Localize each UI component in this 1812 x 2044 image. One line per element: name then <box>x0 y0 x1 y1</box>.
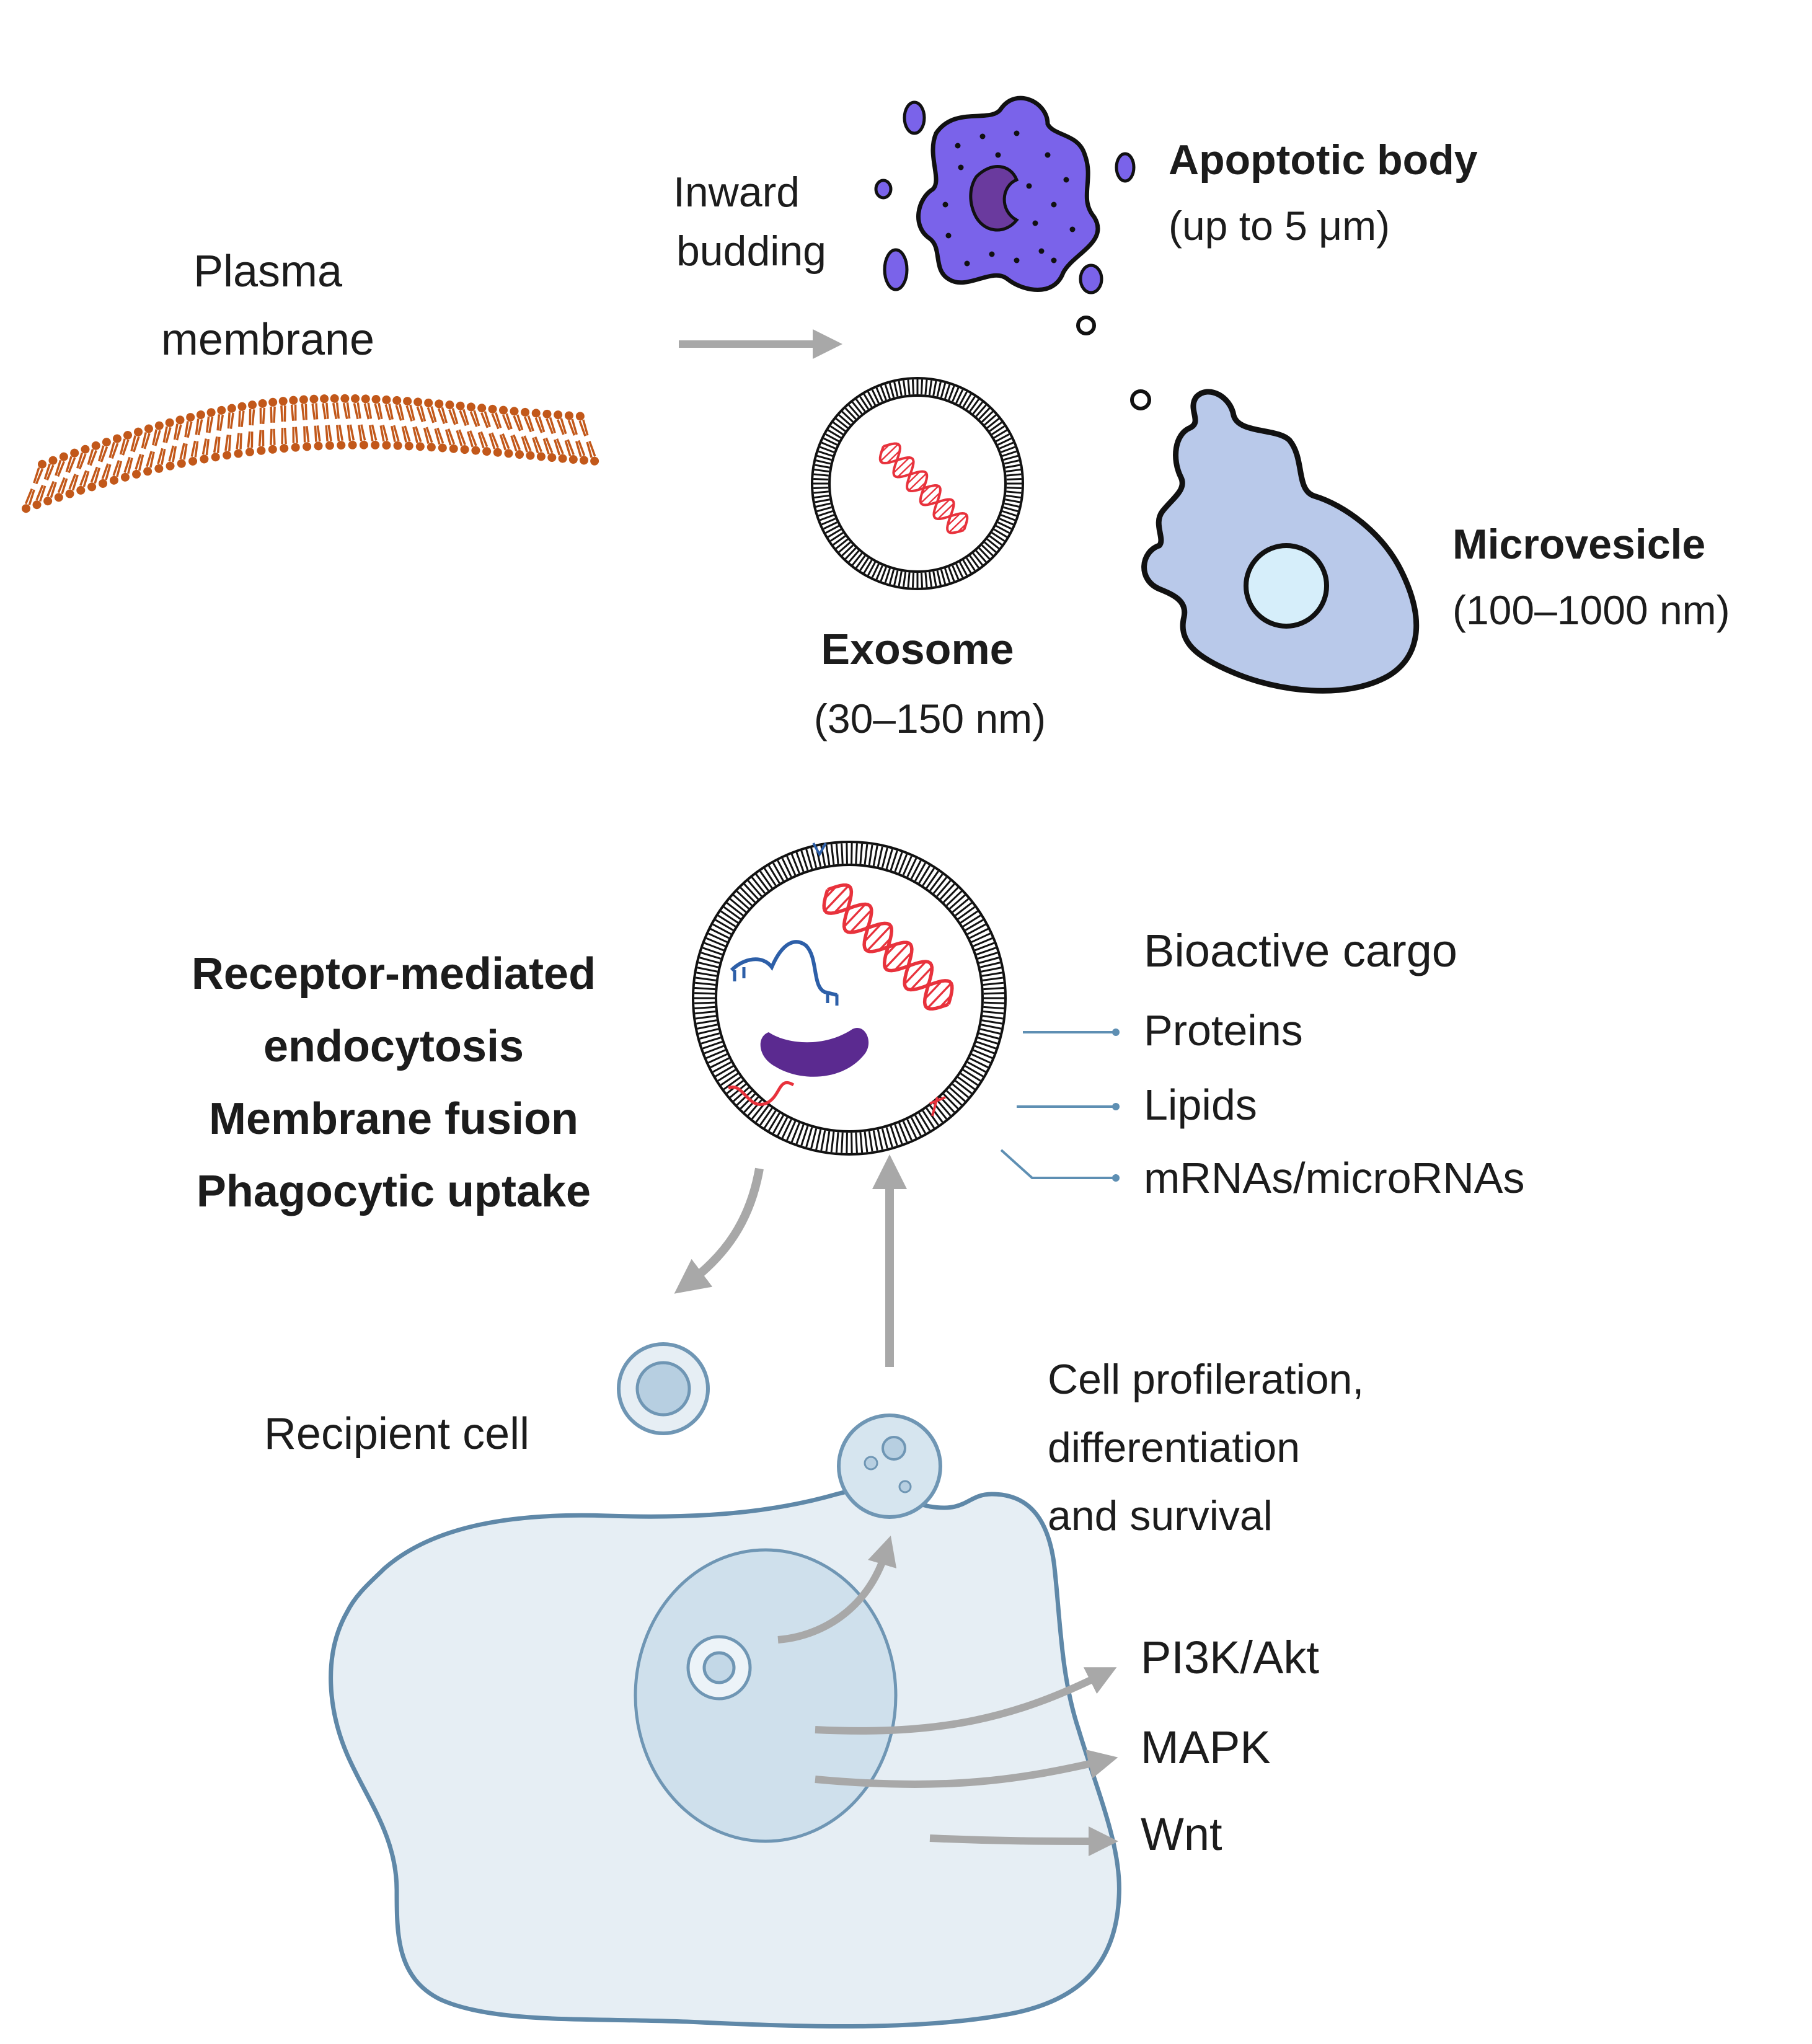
mechanism-line4: Phagocytic uptake <box>196 1167 591 1216</box>
cargo-item-rnas: mRNAs/microRNAs <box>1144 1154 1525 1202</box>
apoptotic-body-size: (up to 5 μm) <box>1169 203 1390 249</box>
microvesicle-name: Microvesicle <box>1452 521 1706 568</box>
outcome-line1: Cell profileration, <box>1048 1356 1364 1403</box>
mechanism-line1: Receptor-mediated <box>191 949 596 999</box>
pathway-wnt: Wnt <box>1141 1808 1222 1860</box>
plasma-membrane-icon <box>22 394 599 513</box>
inward-budding-label-line2: budding <box>676 228 827 275</box>
apoptotic-body-name: Apoptotic body <box>1169 136 1478 184</box>
exosome-size: (30–150 nm) <box>813 696 1046 741</box>
inward-budding-label-line1: Inward <box>673 169 800 216</box>
pathway-mapk: MAPK <box>1141 1722 1271 1773</box>
mechanism-line3: Membrane fusion <box>208 1094 579 1144</box>
microvesicle-size: (100–1000 nm) <box>1452 587 1730 633</box>
recipient-cell-label: Recipient cell <box>263 1409 530 1459</box>
apoptotic-body-icon <box>874 95 1151 410</box>
cargo-item-proteins: Proteins <box>1144 1006 1303 1055</box>
plasma-membrane-label-line2: membrane <box>161 315 375 365</box>
cargo-title: Bioactive cargo <box>1144 925 1457 976</box>
exosome-name: Exosome <box>821 625 1014 673</box>
exosome-vesicle-icon <box>811 377 1024 590</box>
pathway-pi3k-akt: PI3K/Akt <box>1141 1632 1319 1683</box>
plasma-membrane-label-line1: Plasma <box>193 247 343 296</box>
rna-strand-icon <box>730 940 837 997</box>
outcome-line3: and survival <box>1048 1492 1273 1539</box>
protein-icon <box>760 1028 869 1077</box>
recipient-cell-icon <box>329 1342 1121 2029</box>
signaling-arrows <box>777 1536 1118 1856</box>
cargo-connector-lines <box>1000 1029 1120 1182</box>
uptake-arrow <box>674 1167 764 1294</box>
mechanism-line2: endocytosis <box>263 1022 524 1071</box>
cargo-item-lipids: Lipids <box>1144 1081 1257 1129</box>
microvesicle-icon <box>1141 389 1420 694</box>
outcome-line2: differentiation <box>1048 1424 1301 1471</box>
exosome-cargo-icon <box>692 841 1007 1156</box>
